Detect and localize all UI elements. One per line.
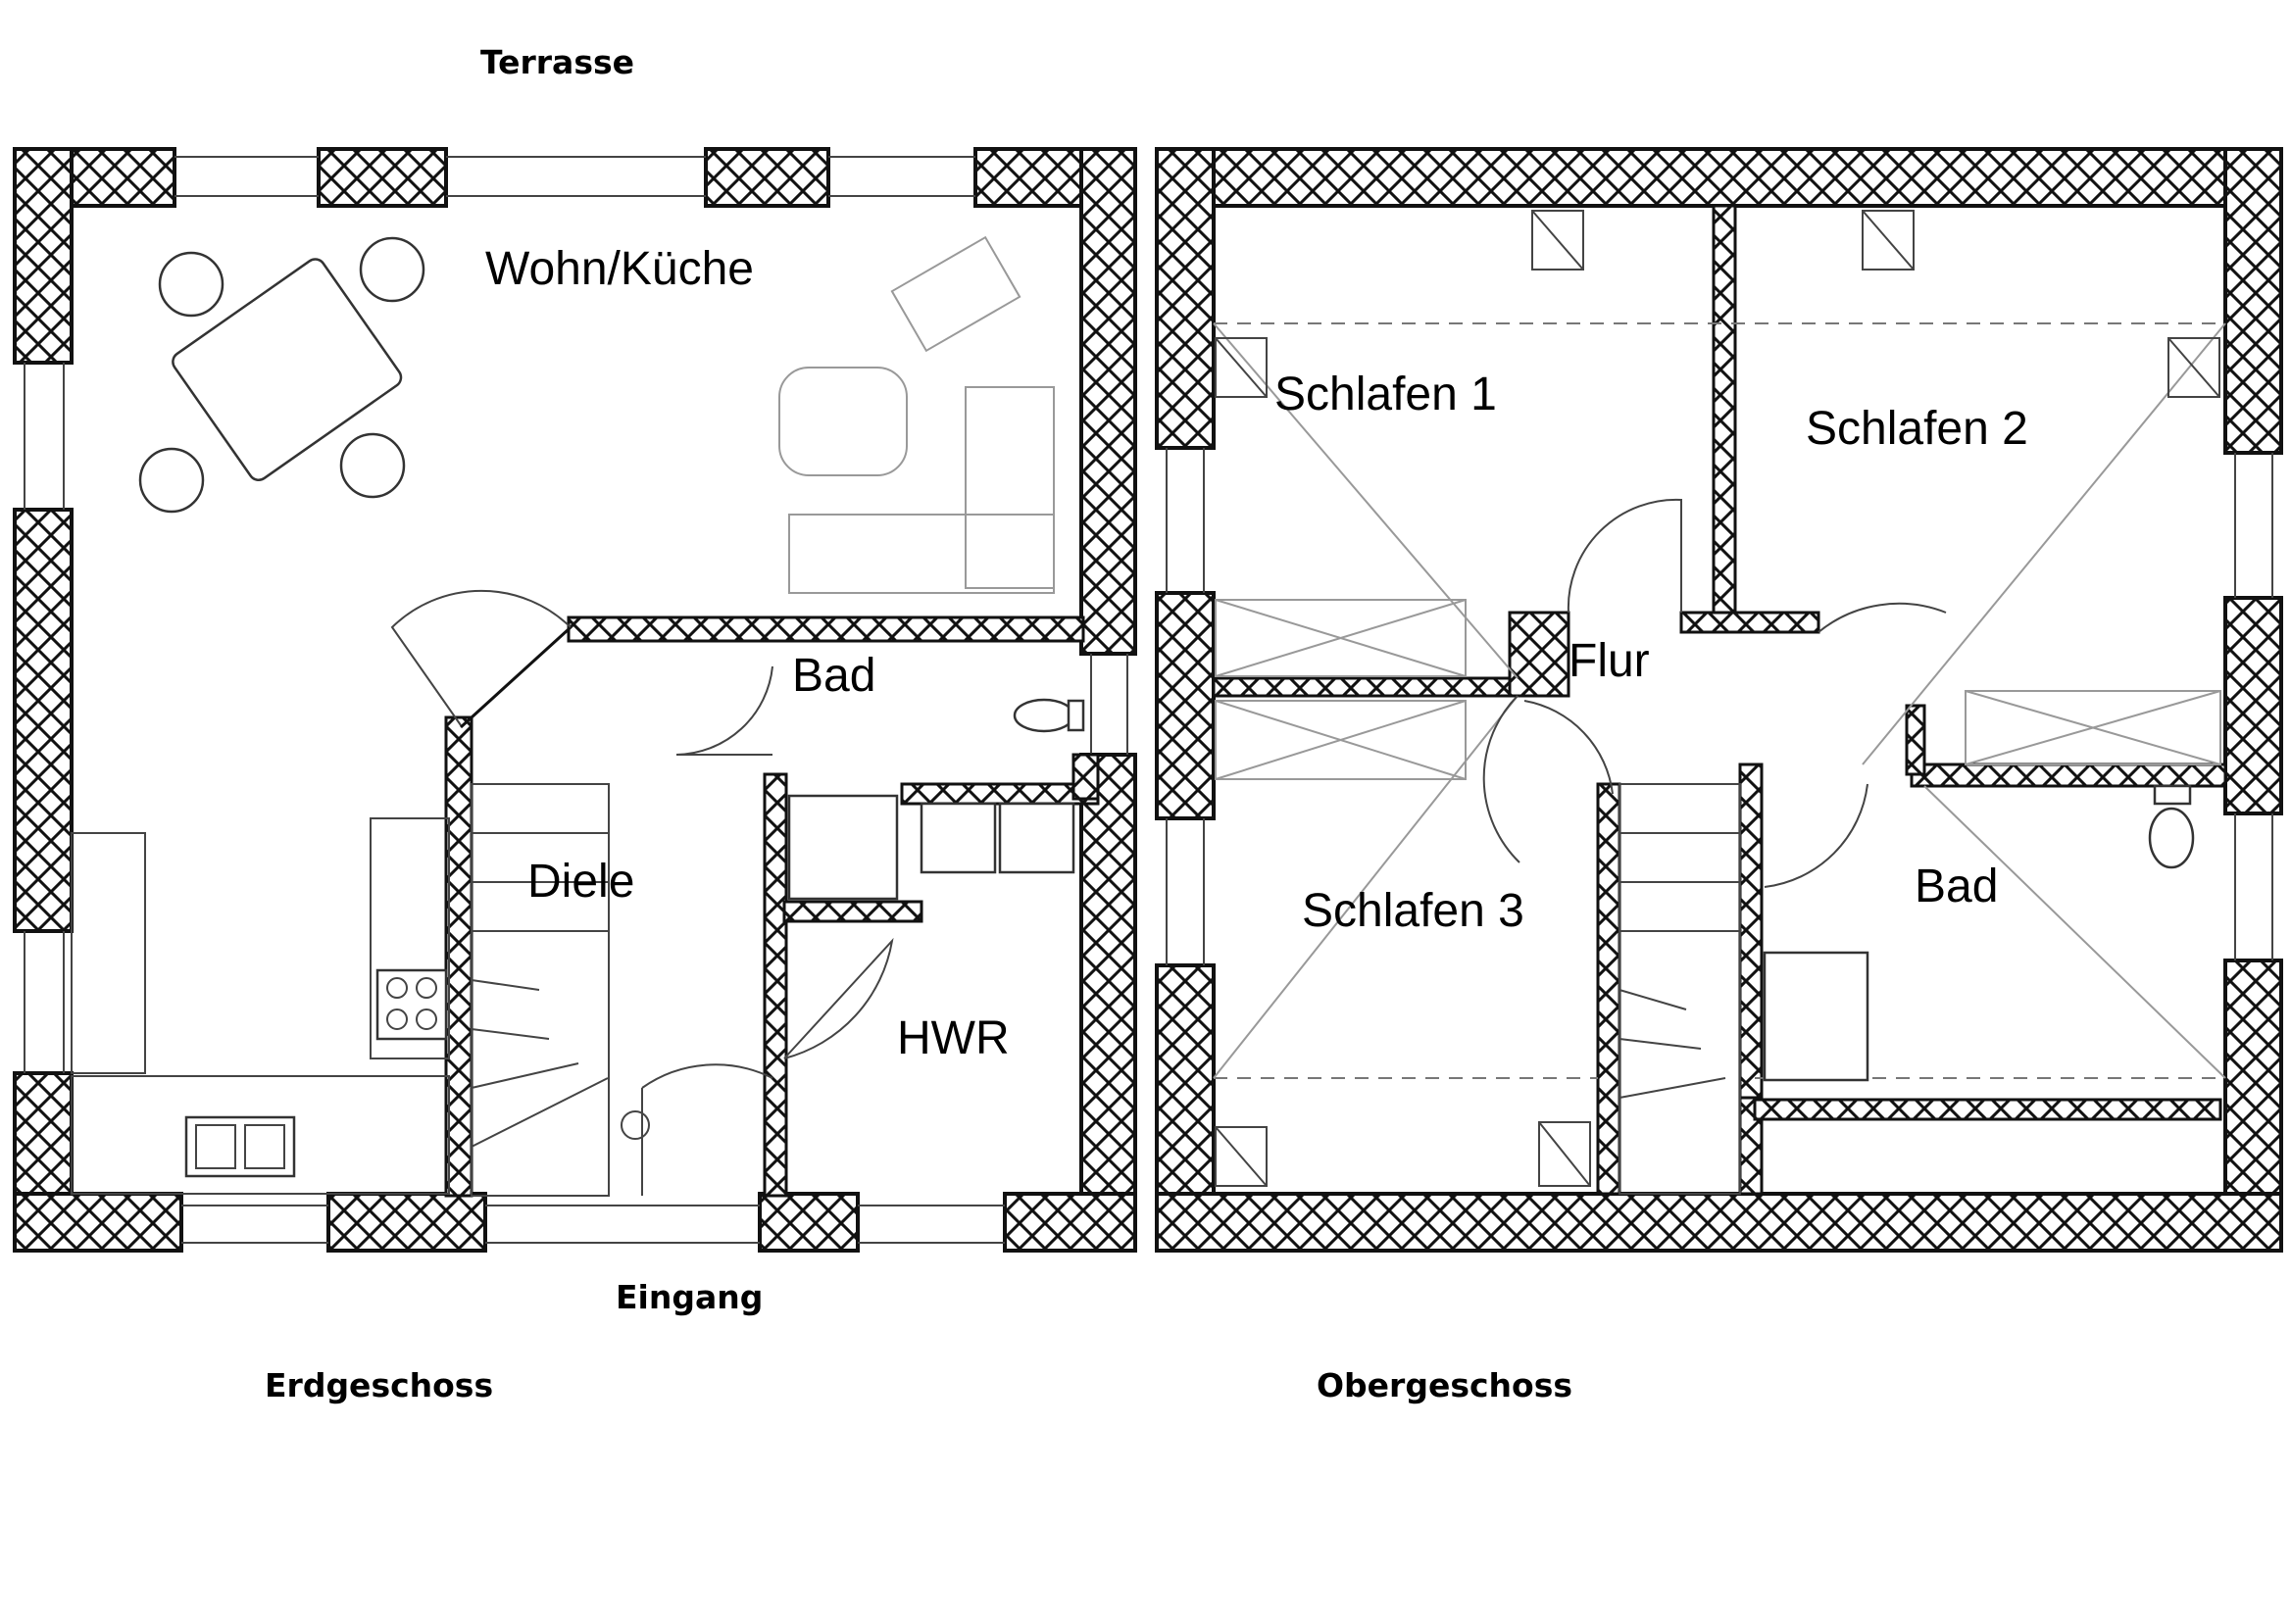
sofa-set [778, 235, 1055, 594]
wall-segment [1003, 1192, 1137, 1253]
wall-segment [326, 1192, 487, 1253]
inner-wall [1753, 1098, 2222, 1121]
inner-wall [1212, 676, 1519, 698]
staircase [471, 783, 650, 1197]
toilet [1013, 698, 1085, 733]
room-label-bedroom-2: Schlafen 2 [1806, 403, 2028, 455]
ground-floor-caption: Erdgeschoss [265, 1366, 493, 1404]
kitchen-unit [71, 817, 450, 1195]
door-swings [390, 589, 894, 1196]
room-label-living-kitchen: Wohn/Küche [485, 243, 754, 295]
room-label-hall: Diele [527, 856, 634, 908]
window-marks [1166, 448, 1205, 965]
inner-wall [1596, 782, 1621, 1196]
upper-floor-caption: Obergeschoss [1317, 1366, 1572, 1404]
terrace-label: Terrasse [480, 43, 634, 81]
wall-segment [1155, 147, 2283, 208]
room-label-bath-upper: Bad [1915, 861, 1998, 912]
dining-table [138, 236, 425, 514]
utility-appliances [787, 794, 1075, 901]
inner-wall [1679, 611, 1820, 634]
inner-wall [567, 615, 1085, 643]
wall-segment [1155, 147, 1216, 450]
ground-floor-plan [13, 147, 1137, 1253]
inner-wall [1712, 204, 1737, 629]
diagonal-lines [1213, 322, 2226, 1079]
inner-wall [900, 782, 1100, 806]
window-marks [1090, 654, 1128, 755]
wall-segment [2223, 596, 2283, 815]
wall-segment [13, 1192, 183, 1253]
room-label-utility: HWR [897, 1012, 1010, 1064]
inner-wall [1910, 763, 2227, 788]
inner-wall [444, 715, 473, 1198]
wall-segment [704, 147, 830, 208]
room-label-corridor: Flur [1569, 635, 1650, 687]
door-swings [1482, 498, 1947, 888]
wall-segment [1079, 147, 1137, 656]
wall-segment [1155, 591, 1216, 820]
window-marks [24, 363, 65, 1073]
wall-segment [758, 1192, 860, 1253]
wall-segment [1155, 1192, 2283, 1253]
upper-bath-fixtures [1763, 784, 2195, 1082]
staircase [1619, 783, 1741, 1195]
inner-wall [1508, 611, 1570, 698]
wall-segment [13, 508, 74, 933]
room-label-bath-ground: Bad [792, 650, 875, 702]
wall-segment [317, 147, 448, 208]
window-marks [174, 156, 975, 197]
wall-segment [1079, 753, 1137, 1252]
inner-wall [1738, 763, 1764, 1100]
inner-wall [1071, 753, 1100, 801]
upper-floor-plan [1155, 147, 2283, 1253]
room-label-bedroom-1: Schlafen 1 [1274, 369, 1497, 420]
inner-wall [763, 772, 788, 1198]
window-marks [2234, 453, 2273, 960]
room-label-bedroom-3: Schlafen 3 [1302, 885, 1524, 937]
wall-segment [2223, 147, 2283, 455]
entrance-label: Eingang [616, 1278, 763, 1316]
inner-wall [782, 900, 923, 923]
window-marks [181, 1205, 1005, 1244]
wall-segment [13, 147, 74, 365]
inner-wall [1905, 704, 1926, 776]
skylights [1215, 210, 2220, 1187]
